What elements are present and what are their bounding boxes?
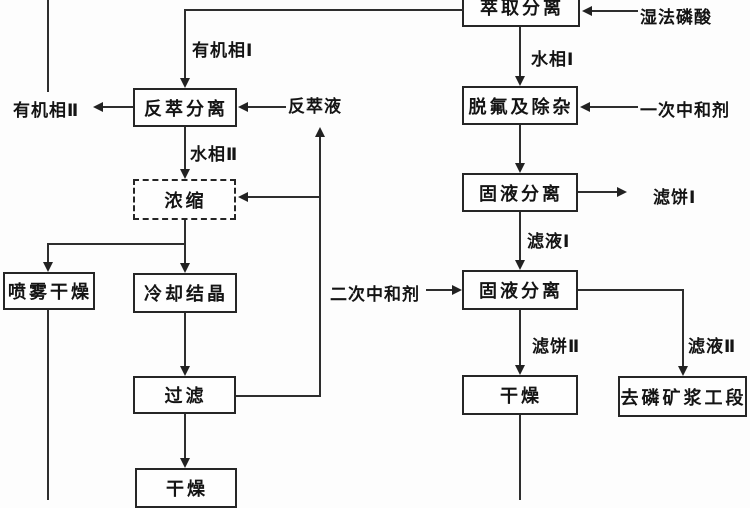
arrowhead-into-concentration [180, 169, 190, 179]
arrowhead-into-sl2-left [452, 285, 462, 295]
arrowhead-into-drying-right [515, 365, 525, 375]
stream-label-filtrate-2: 滤液Ⅱ [688, 337, 737, 357]
edge-filtration-to-recycle-h [236, 395, 321, 397]
node-filtration: 过滤 [133, 376, 236, 414]
arrowhead-into-defluorination-right [580, 102, 590, 112]
node-solid-liquid-separation-2: 固液分离 [462, 270, 578, 310]
edge-neutralizer1-h [590, 106, 638, 108]
node-extraction-separation: 萃取分离 [462, 0, 580, 27]
arrowhead-into-spray-drying [43, 262, 53, 272]
edge-drying-right-out-line [519, 415, 521, 500]
edge-organic1-down-line [184, 9, 186, 79]
arrowhead-into-slurry-section [678, 366, 688, 376]
stream-label-organic-phase-1: 有机相Ⅰ [192, 41, 254, 61]
arrowhead-into-drying-left [180, 458, 190, 468]
edge-filtrate-recycle-v [319, 136, 321, 396]
edge-extraction-to-organic1-h [184, 9, 464, 11]
node-spray-drying: 喷雾干燥 [3, 272, 95, 310]
arrowhead-into-defluorination [515, 76, 525, 86]
edge-neutralizer2-h [426, 289, 453, 291]
node-label: 喷雾干燥 [8, 282, 92, 303]
stream-label-filtrate-1: 滤液Ⅰ [527, 232, 571, 252]
node-concentration: 浓缩 [133, 179, 236, 220]
edge-stripping-to-concentration [184, 127, 186, 170]
node-label: 浓缩 [164, 190, 207, 212]
stream-label-aqueous-phase-1: 水相Ⅰ [531, 50, 575, 70]
stream-label-organic-phase-2: 有机相Ⅱ [13, 101, 80, 121]
arrowhead-into-sl1 [515, 163, 525, 173]
edge-filtrate2-v [682, 289, 684, 367]
node-label: 去磷矿浆工段 [620, 387, 747, 409]
edge-sl2-to-drying-right [519, 310, 521, 366]
edge-branch-to-spray-v [47, 243, 49, 263]
arrowhead-into-extraction [582, 6, 592, 16]
arrowhead-to-filter-cake-1 [617, 187, 627, 197]
node-label: 固液分离 [479, 281, 563, 302]
edge-stripping-to-organic2-h [103, 106, 133, 108]
edge-sl1-to-cake1-h [578, 191, 618, 193]
node-cooling-crystallization: 冷却结晶 [133, 273, 237, 313]
arrowhead-to-organic2 [93, 102, 103, 112]
edge-spray-drying-out-line [47, 310, 49, 500]
arrowhead-into-concentration-right [238, 192, 248, 202]
node-drying-left: 干燥 [135, 468, 237, 508]
node-label: 过滤 [164, 386, 207, 407]
edge-stripliquid-to-stripping-h [248, 106, 286, 108]
edge-concentration-to-cooling [184, 220, 186, 264]
edge-filtration-to-drying-left [184, 414, 186, 459]
node-drying-right: 干燥 [462, 375, 578, 415]
stream-label-filter-cake-1: 滤饼Ⅰ [653, 188, 697, 208]
node-label: 脱氟及除杂 [468, 96, 574, 118]
node-label: 固液分离 [479, 183, 563, 205]
edge-recycle-to-concentration-h [248, 196, 320, 198]
edge-sl2-to-slurry-h [578, 289, 684, 291]
stream-label-primary-neutralizer: 一次中和剂 [640, 101, 730, 121]
node-solid-liquid-separation-1: 固液分离 [462, 173, 578, 212]
node-label: 反萃分离 [144, 98, 228, 120]
edge-extraction-to-defluorination [519, 27, 521, 77]
edge-organic2-up-line [47, 0, 49, 92]
node-stripping-separation: 反萃分离 [133, 88, 237, 127]
arrowhead-into-filtration [180, 366, 190, 376]
edge-wetacid-to-extraction-h [592, 10, 638, 12]
arrowhead-into-stripping [180, 78, 190, 88]
node-label: 萃取分离 [480, 0, 564, 19]
stream-label-stripping-liquid: 反萃液 [288, 97, 342, 117]
stream-label-secondary-neutralizer: 二次中和剂 [330, 285, 420, 305]
arrowhead-recycle-up [315, 127, 325, 137]
node-label: 干燥 [500, 386, 542, 407]
edge-branch-to-spray-h [47, 243, 186, 245]
stream-label-filter-cake-2: 滤饼Ⅱ [532, 337, 581, 357]
stream-label-wet-process-acid: 湿法磷酸 [640, 8, 712, 28]
edge-sl1-to-sl2 [519, 212, 521, 261]
node-defluorination-impurity-removal: 脱氟及除杂 [462, 86, 578, 125]
stream-label-aqueous-phase-2: 水相Ⅱ [190, 145, 239, 165]
node-phosphate-slurry-section: 去磷矿浆工段 [618, 376, 747, 417]
edge-defluorination-to-sl1 [519, 125, 521, 164]
arrowhead-into-sl2 [515, 260, 525, 270]
arrowhead-into-stripping-right [238, 102, 248, 112]
node-label: 冷却结晶 [144, 284, 228, 305]
edge-cooling-to-filtration [184, 313, 186, 367]
node-label: 干燥 [166, 479, 208, 500]
arrowhead-into-cooling [180, 263, 190, 273]
